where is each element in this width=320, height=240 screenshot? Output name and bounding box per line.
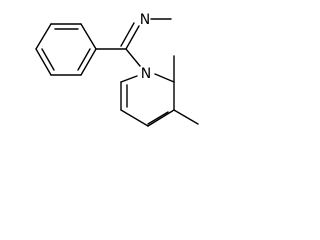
c-ring-n-bond	[125, 48, 141, 67]
atom-label-imine-n: N	[140, 12, 150, 28]
phenyl-bond	[80, 48, 97, 76]
phenyl-ring	[35, 23, 97, 76]
ring-bond	[120, 75, 138, 83]
structure-drawing: N N	[35, 12, 199, 127]
ring-bond	[154, 73, 175, 83]
imine-double-bond	[120, 22, 135, 47]
imine-double-bond	[125, 25, 140, 50]
phenyl-double-bond	[41, 48, 55, 71]
phenyl-bond	[35, 23, 52, 50]
methyl-bond	[173, 109, 199, 125]
phenyl-bond	[35, 48, 52, 76]
dihydropyridine-ring	[120, 73, 175, 127]
molecule-diagram: N N	[0, 0, 246, 150]
atom-label-ring-n: N	[141, 66, 151, 82]
ring-bond	[120, 109, 149, 127]
ring-double-bond	[147, 111, 169, 125]
imine-n-label: N	[140, 12, 150, 28]
ring-bond	[147, 109, 175, 127]
ring-n-label: N	[141, 66, 151, 82]
phenyl-double-bond	[77, 48, 91, 71]
phenyl-bond	[80, 23, 97, 50]
